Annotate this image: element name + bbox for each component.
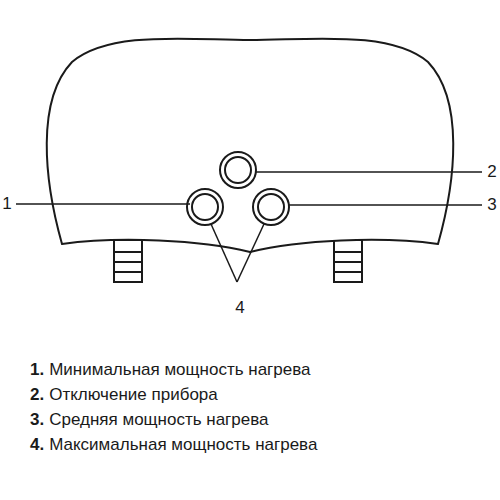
leader-line [255,171,482,173]
callout-number: 2 [487,163,496,182]
leader-line [211,224,237,282]
key-number: 2. [30,386,44,405]
leader-line [288,204,482,206]
key-number: 4. [30,436,44,455]
key-number: 3. [30,411,44,430]
key-text: Минимальная мощность нагрева [49,361,310,380]
heater-housing [47,39,454,252]
button-off [220,152,256,188]
button-mid [253,189,289,225]
callout-number: 1 [2,195,11,214]
leader-line [16,203,190,205]
button-max-min [187,189,223,225]
key-text: Максимальная мощность нагрева [49,436,317,455]
leader-line [237,224,264,282]
right-fitting [334,240,362,282]
callout-number: 4 [235,299,244,318]
key-number: 1. [30,361,44,380]
key-text: Отключение прибора [49,386,218,405]
left-fitting [114,240,142,282]
callout-number: 3 [487,196,496,215]
key-text: Средняя мощность нагрева [49,411,268,430]
